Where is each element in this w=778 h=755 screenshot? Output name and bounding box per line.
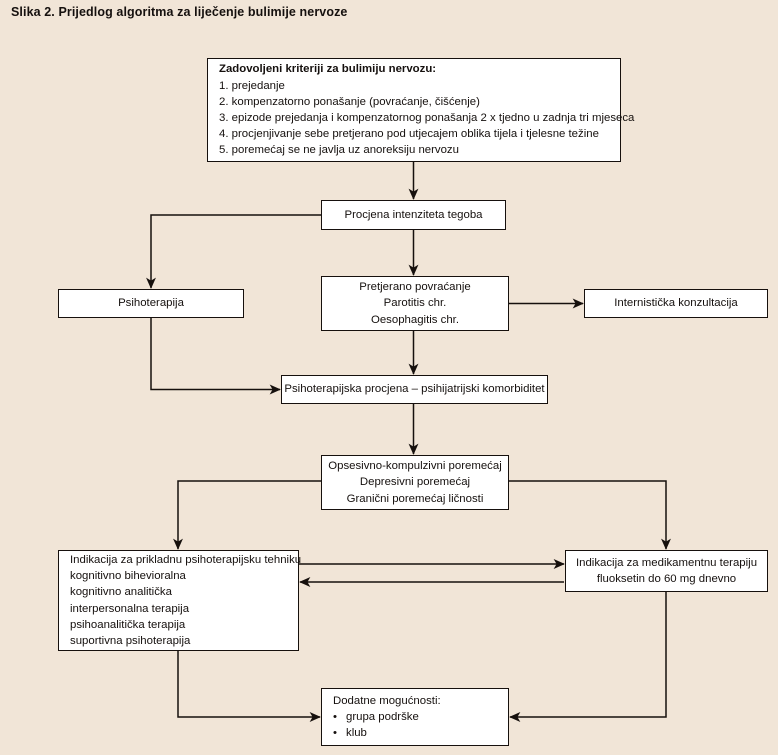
dodatne-title: Dodatne mogućnosti:	[333, 694, 441, 707]
node-opsesivno-kompulzivni-poremecaj: Opsesivno-kompulzivni poremećaj Depresiv…	[321, 455, 509, 510]
criteria-item-1: 1. prejedanje	[219, 79, 285, 92]
node-criteria: Zadovoljeni kriteriji za bulimiju nervoz…	[207, 58, 634, 162]
opsesivno-line-3: Granični poremećaj ličnosti	[346, 492, 484, 505]
criteria-item-4: 4. procjenjivanje sebe pretjerano pod ut…	[219, 128, 599, 141]
povracanje-line-3: Oesophagitis chr.	[370, 313, 459, 326]
psihoterapija-label: Psihoterapija	[118, 297, 184, 310]
internisticka-label: Internistička konzultacija	[614, 297, 738, 310]
dodatne-item-1-row: • grupa podrške	[322, 709, 419, 725]
indikacija-psiho-line-6: suportivna psihoterapija	[70, 634, 191, 647]
dodatne-item-2-row: • klub	[322, 725, 367, 741]
criteria-item-3: 3. epizode prejedanja i kompenzatornog p…	[219, 112, 635, 124]
indikacija-psiho-line-5: psihoanalitička terapija	[70, 618, 186, 631]
bullet-icon: •	[333, 727, 337, 740]
indikacija-psiho-line-1: Indikacija za prikladnu psihoterapijsku …	[70, 553, 302, 566]
figure-caption: Slika 2. Prijedlog algoritma za liječenj…	[11, 5, 348, 19]
edge-procjena-psihoterapija	[146, 214, 321, 289]
edge-indikacija-psiho-dodatne	[177, 651, 321, 722]
node-psihoterapija: Psihoterapija	[58, 289, 244, 318]
edge-indikacija-med-dodatne	[509, 592, 667, 722]
opsesivno-line-1: Opsesivno-kompulzivni poremećaj	[328, 460, 502, 473]
node-indikacija-psihoterapijska-tehnika: Indikacija za prikladnu psihoterapijsku …	[58, 550, 302, 651]
indikacija-psiho-line-3: kognitivno analitička	[70, 586, 172, 599]
psiho-procjena-label: Psihoterapijska procjena – psihijatrijsk…	[284, 383, 545, 396]
indikacija-psiho-line-2: kognitivno bihevioralna	[70, 570, 186, 583]
povracanje-line-1: Pretjerano povraćanje	[359, 281, 471, 294]
opsesivno-line-2: Depresivni poremećaj	[359, 476, 471, 489]
edge-opsesivno-indikacija-med	[509, 480, 671, 550]
indikacija-psiho-line-4: interpersonalna terapija	[70, 602, 190, 615]
edge-opsesivno-indikacija-psiho	[173, 480, 321, 550]
criteria-item-5: 5. poremećaj se ne javlja uz anoreksiju …	[219, 144, 459, 157]
dodatne-item-2: klub	[346, 727, 367, 740]
node-dodatne-mogucnosti: Dodatne mogućnosti: • grupa podrške • kl…	[321, 688, 509, 746]
node-indikacija-medikamentna-terapija: Indikacija za medikamentnu terapiju fluo…	[565, 550, 768, 592]
criteria-item-2: 2. kompenzatorno ponašanje (povraćanje, …	[219, 95, 480, 108]
povracanje-line-2: Parotitis chr.	[383, 297, 447, 310]
bullet-icon: •	[333, 710, 337, 723]
node-internisticka-konzultacija: Internistička konzultacija	[584, 289, 768, 318]
criteria-title: Zadovoljeni kriteriji za bulimiju nervoz…	[219, 63, 437, 76]
dodatne-item-1: grupa podrške	[346, 710, 419, 723]
procjena-label: Procjena intenziteta tegoba	[344, 208, 483, 221]
edge-psihoterapija-psihoprocjena	[150, 318, 281, 395]
node-psihoterapijska-procjena: Psihoterapijska procjena – psihijatrijsk…	[281, 375, 548, 404]
node-pretjerano-povracanje: Pretjerano povraćanje Parotitis chr. Oes…	[321, 276, 509, 331]
indikacija-med-line-1: Indikacija za medikamentnu terapiju	[575, 556, 758, 569]
node-procjena-intenziteta-tegoba: Procjena intenziteta tegoba	[321, 200, 506, 230]
indikacija-med-line-2: fluoksetin do 60 mg dnevno	[596, 573, 737, 585]
